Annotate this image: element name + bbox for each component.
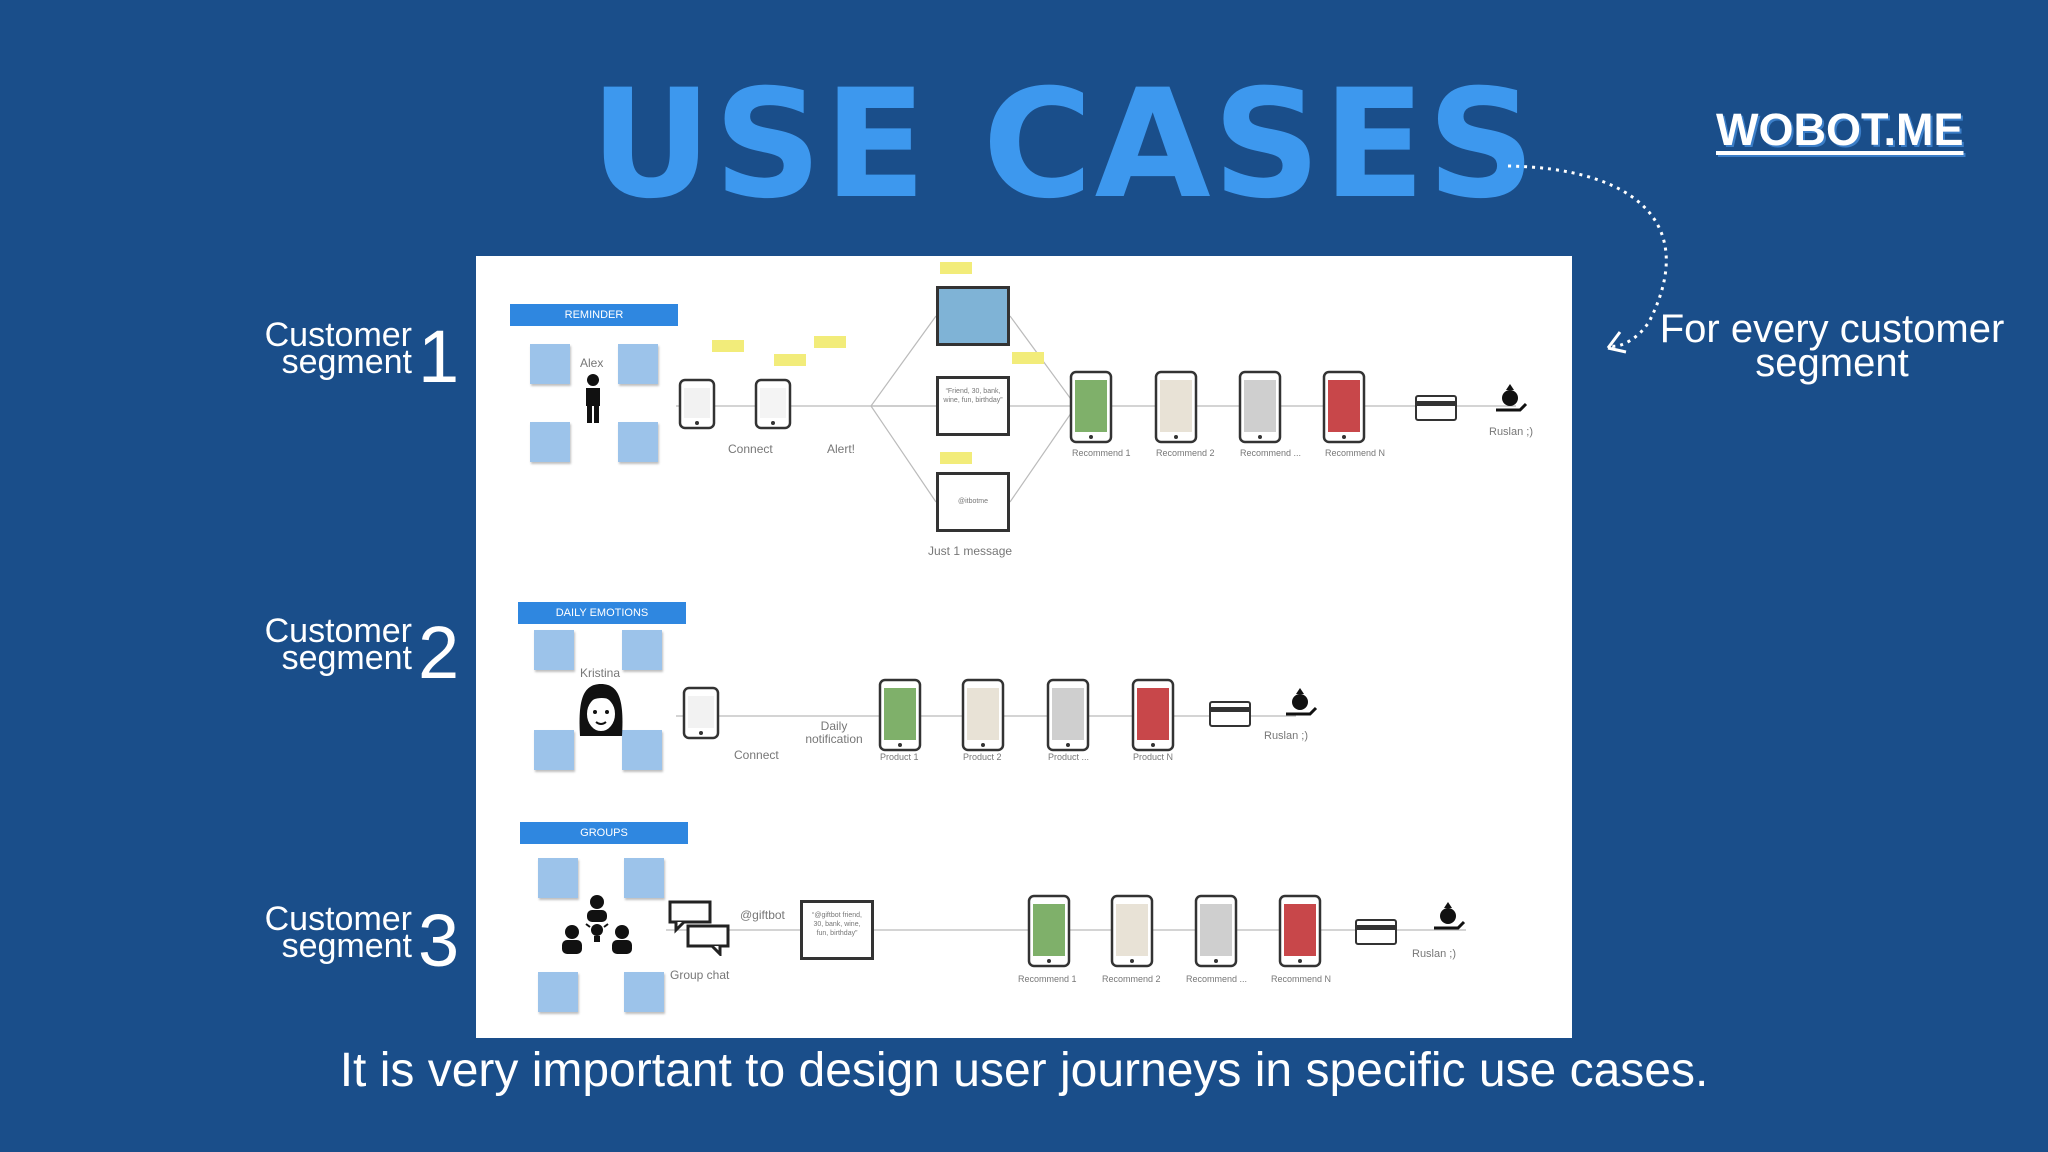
sticky-note (538, 972, 578, 1012)
sticky-note (624, 858, 664, 898)
sticky-note (530, 344, 570, 384)
note-tag (1012, 352, 1044, 364)
phone-icon (1154, 370, 1198, 444)
phone-icon (961, 678, 1005, 752)
note-tag (774, 354, 806, 366)
chat-bubble-icon (668, 900, 730, 956)
step-group-chat: Group chat (670, 968, 730, 982)
phone-label: Recommend 1 (1072, 448, 1131, 458)
phone-label: Product 1 (880, 752, 919, 762)
bubble-text: @itbotme (957, 498, 989, 505)
segment-3-label: Customer segment 3 (240, 896, 460, 992)
groups-header: GROUPS (520, 822, 688, 844)
phone-icon (1194, 894, 1238, 968)
phone-icon (1238, 370, 1282, 444)
segment-2-number: 2 (418, 611, 460, 694)
sticky-note (534, 730, 574, 770)
just-one-message: Just 1 message (928, 544, 1013, 558)
phone-label: Recommend 2 (1156, 448, 1215, 458)
right-note: For every customer segment (1659, 307, 2005, 385)
persona-alex: Alex (580, 356, 604, 370)
end-ruslan: Ruslan ;) (1489, 426, 1534, 438)
phone-icon (682, 686, 720, 740)
flow-line (1009, 405, 1077, 503)
sticky-note (534, 630, 574, 670)
page-title: USE CASES (590, 58, 1538, 232)
phone-label: Recommend N (1325, 448, 1386, 458)
step-connect-2: Connect (734, 748, 779, 762)
photo-bubble (936, 286, 1010, 346)
note-tag (940, 452, 972, 464)
phone-label: Recommend 1 (1018, 974, 1077, 984)
phone-icon (1069, 370, 1113, 444)
chat-bubble-icon: @itbotme (936, 472, 1010, 532)
sticky-note (622, 630, 662, 670)
phone-icon (678, 378, 716, 430)
phone-icon (1027, 894, 1071, 968)
end-ruslan: Ruslan ;) (1412, 948, 1457, 960)
flow-lines (666, 315, 1528, 968)
phone-label: Recommend ... (1186, 974, 1248, 984)
step-connect: Connect (728, 442, 773, 456)
segment-3-words: Customer segment (264, 900, 412, 965)
note-tag (814, 336, 846, 348)
phone-label: Recommend ... (1240, 448, 1302, 458)
bubble-text: “Friend, 30, bank, wine, fun, birthday” (943, 388, 1003, 404)
step-giftbot: @giftbot (740, 908, 785, 922)
sticky-note (530, 422, 570, 462)
phone-icon (1278, 894, 1322, 968)
step-daily-notification: Daily notification (805, 719, 863, 746)
dotted-arrow-icon (1507, 164, 1668, 354)
phone-label: Product 2 (963, 752, 1002, 762)
phone-icon (1110, 894, 1154, 968)
reminder-header: REMINDER (510, 304, 678, 326)
bubble-text: “@giftbot friend, 30, bank, wine, fun, b… (812, 912, 862, 937)
money-bag-hand-icon (1434, 902, 1466, 930)
sticky-note (624, 972, 664, 1012)
phone-label: Product ... (1048, 752, 1090, 762)
end-ruslan: Ruslan ;) (1264, 730, 1309, 742)
brand-logo[interactable]: WOBOT.ME (1716, 104, 1964, 155)
segment-1-number: 1 (418, 315, 460, 398)
step-alert: Alert! (827, 442, 856, 456)
flow-line (870, 315, 937, 407)
phone-icon (754, 378, 792, 430)
segment-3-number: 3 (418, 899, 460, 982)
credit-card-icon (1209, 701, 1251, 727)
segment-1-label: Customer segment 1 (240, 312, 460, 408)
phone-label: Recommend N (1271, 974, 1332, 984)
footer-caption: It is very important to design user jour… (339, 1044, 1709, 1097)
sticky-note (618, 422, 658, 462)
sticky-note (538, 858, 578, 898)
phone-icon (878, 678, 922, 752)
face-icon (579, 684, 623, 736)
segment-2-words: Customer segment (264, 612, 412, 677)
daily-emotions-header: DAILY EMOTIONS (518, 602, 686, 624)
note-tag (712, 340, 744, 352)
persona-kristina: Kristina (580, 666, 621, 680)
chat-bubble-icon: “Friend, 30, bank, wine, fun, birthday” (936, 376, 1010, 436)
money-bag-hand-icon (1286, 688, 1318, 716)
money-bag-hand-icon (1496, 384, 1528, 412)
segment-2-label: Customer segment 2 (240, 608, 460, 704)
phone-label: Recommend 2 (1102, 974, 1161, 984)
flow-line (870, 405, 937, 503)
sticky-note (622, 730, 662, 770)
chat-bubble-icon: “@giftbot friend, 30, bank, wine, fun, b… (800, 900, 874, 960)
group-icon (562, 895, 632, 954)
phone-icon (1131, 678, 1175, 752)
phone-label: Product N (1133, 752, 1174, 762)
segment-1-words: Customer segment (264, 316, 412, 381)
journey-board: REMINDER Alex Connect Alert! “Friend, 30… (476, 256, 1572, 1038)
phone-icon (1046, 678, 1090, 752)
sticky-note (618, 344, 658, 384)
note-tag (940, 262, 972, 274)
credit-card-icon (1415, 395, 1457, 421)
phone-icon (1322, 370, 1366, 444)
credit-card-icon (1355, 919, 1397, 945)
person-icon (586, 374, 600, 423)
